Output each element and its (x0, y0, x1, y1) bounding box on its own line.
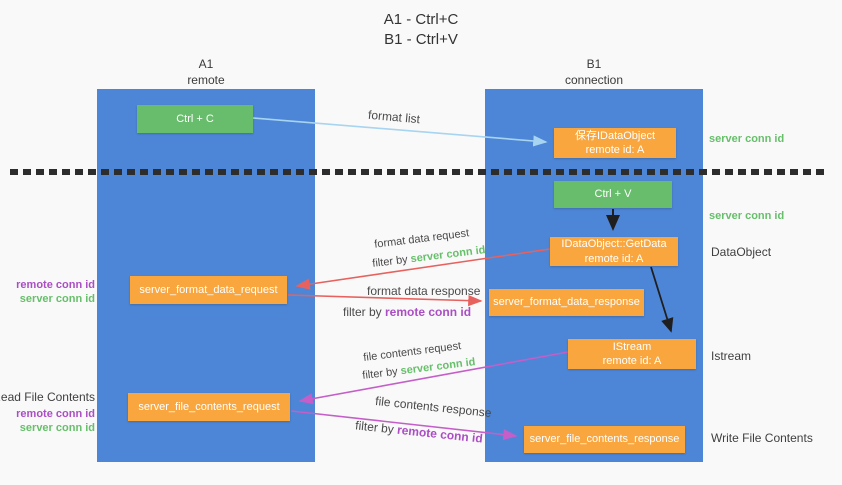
file-request-label: server_file_contents_request (138, 400, 280, 413)
title-line-1: A1 - Ctrl+C (383, 11, 459, 28)
column-a1-subtitle: remote (187, 72, 225, 87)
server-conn-id-text: server conn id (399, 356, 477, 378)
istream-line1: IStream (612, 340, 652, 353)
getdata-line1: IDataObject::GetData (561, 238, 667, 251)
server-file-contents-response-box: server_file_contents_response (524, 426, 685, 453)
filter-by-remote-conn-id-label-1: filter by remote conn id (343, 305, 471, 319)
istream-box: IStream remote id: A (568, 339, 696, 369)
remote-conn-id-left-top: remote conn id (16, 279, 95, 291)
ctrl-v-box: Ctrl + V (554, 181, 672, 208)
format-list-label: format list (367, 107, 421, 127)
format-response-label: server_format_data_response (493, 296, 640, 309)
filter-by-text: filter by (343, 305, 386, 319)
column-header-b1: B1 connection (485, 57, 703, 88)
save-idataobject-box: 保存IDataObject remote id: A (554, 128, 676, 158)
istream-line2: remote id: A (602, 355, 662, 367)
server-conn-id-left-top: server conn id (19, 293, 95, 305)
save-idataobject-line1: 保存IDataObject (574, 129, 656, 142)
column-a1-name: A1 (198, 57, 214, 71)
server-conn-id-right-mid: server conn id (709, 210, 785, 222)
format-data-response-label: format data response (367, 284, 481, 298)
file-response-label: server_file_contents_response (529, 433, 680, 446)
column-header-a1: A1 remote (97, 57, 315, 88)
istream-side-label: Istream (711, 349, 752, 363)
format-request-label: server_format_data_request (139, 283, 278, 296)
getdata-line2: remote id: A (584, 252, 644, 265)
dataobject-label: DataObject (711, 245, 772, 259)
left-conn-id-stack-top: remote conn id server conn id (16, 278, 95, 306)
server-format-data-response-box: server_format_data_response (489, 289, 644, 316)
title-line-2: B1 - Ctrl+V (384, 31, 458, 49)
write-file-contents-label: Write File Contents (711, 431, 813, 445)
remote-conn-id-text: remote conn id (396, 422, 484, 446)
ctrl-c-label: Ctrl + C (176, 112, 214, 125)
file-contents-response-label: file contents response (374, 393, 493, 421)
read-file-contents-label: Read File Contents (0, 390, 95, 404)
filter-by-text: filter by (354, 418, 398, 437)
server-file-contents-request-box: server_file_contents_request (128, 393, 290, 421)
save-idataobject-line2: remote id: A (585, 144, 645, 156)
diagram-title: A1 - Ctrl+C B1 - Ctrl+V (0, 10, 842, 51)
ctrl-c-box: Ctrl + C (137, 105, 253, 133)
remote-conn-id-text: remote conn id (385, 305, 472, 319)
column-b1-name: B1 (586, 57, 602, 71)
read-file-contents-stack: Read File Contents remote conn id server… (0, 390, 95, 435)
idataobject-getdata-box: IDataObject::GetData remote id: A (550, 237, 678, 266)
remote-conn-id-left-bottom: remote conn id (16, 408, 95, 420)
dotted-separator-line (10, 169, 826, 175)
filter-by-remote-conn-id-label-2: filter by remote conn id (355, 418, 484, 445)
column-b1-subtitle: connection (564, 72, 624, 87)
server-conn-id-right-top: server conn id (709, 133, 785, 145)
ctrl-v-label: Ctrl + V (594, 188, 632, 201)
server-conn-id-text: server conn id (409, 244, 487, 266)
server-format-data-request-box: server_format_data_request (130, 276, 287, 304)
filter-by-text: filter by (371, 253, 412, 270)
server-conn-id-left-bottom: server conn id (19, 422, 95, 434)
filter-by-text: filter by (361, 365, 402, 382)
